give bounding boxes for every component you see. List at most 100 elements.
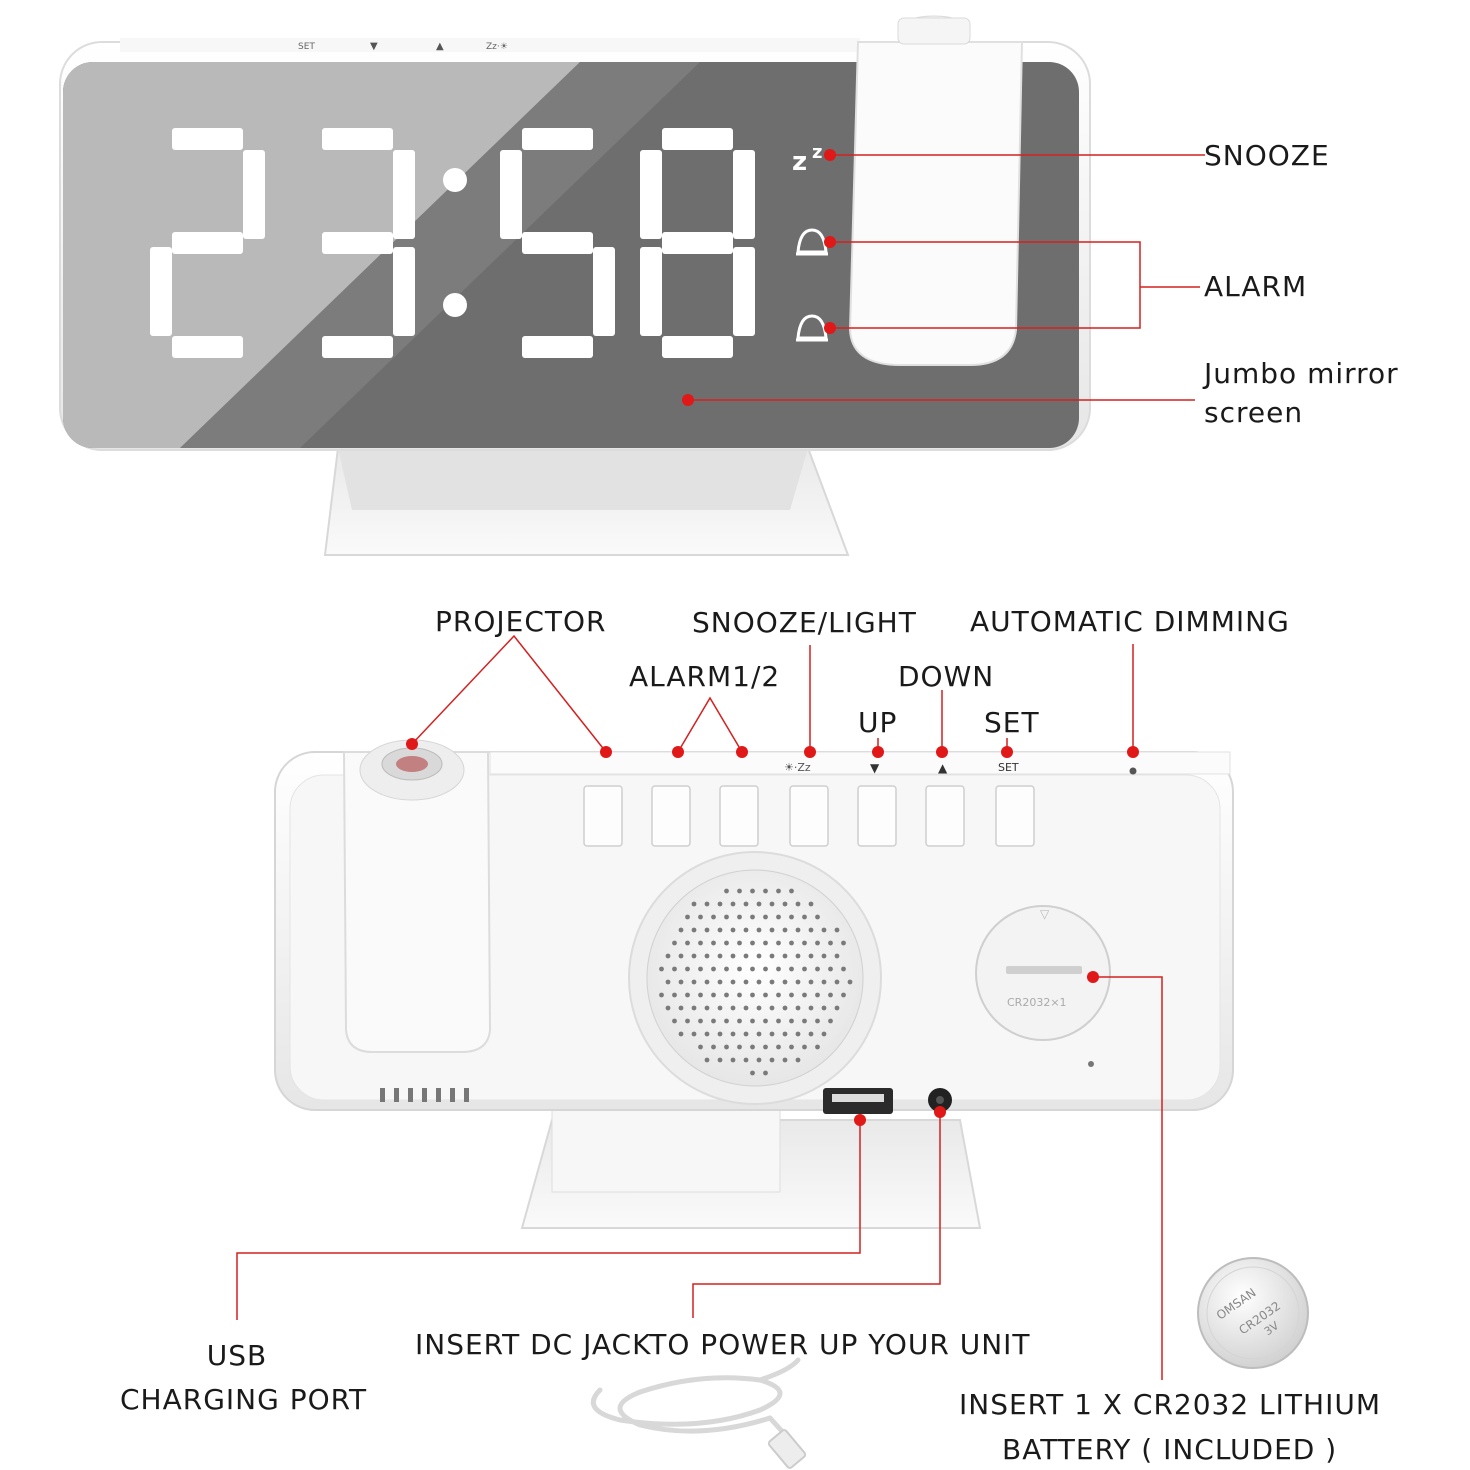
speaker-hole — [808, 1005, 814, 1011]
speaker-hole — [724, 992, 729, 998]
digit-3-seg-a — [662, 128, 733, 150]
speaker-hole — [815, 992, 820, 998]
speaker-hole — [685, 1018, 690, 1024]
speaker-hole — [711, 914, 716, 920]
speaker-hole — [698, 1018, 703, 1024]
front-view-clock: SET ▼ ▲ Zz·☀ z z — [59, 15, 1091, 556]
speaker-hole — [802, 914, 807, 920]
digit-2-seg-d — [522, 336, 593, 358]
speaker-hole — [691, 1005, 697, 1011]
speaker-hole — [685, 914, 690, 920]
panel-mark-down-icon: ▲ — [938, 761, 948, 775]
speaker-hole — [743, 1005, 749, 1011]
speaker-hole — [789, 1044, 794, 1050]
speaker-hole — [711, 966, 716, 972]
up-button[interactable] — [857, 785, 897, 847]
dc-jack-pin — [936, 1096, 944, 1104]
set-button[interactable] — [995, 785, 1035, 847]
digit-2-seg-a — [522, 128, 593, 150]
speaker-hole — [704, 1005, 710, 1011]
speaker-hole — [834, 927, 840, 933]
speaker-hole — [711, 1018, 716, 1024]
back-projector-arm — [342, 751, 492, 1053]
speaker-hole — [730, 953, 736, 959]
speaker-holes — [659, 888, 853, 1076]
speaker-hole — [743, 979, 749, 985]
speaker-hole — [704, 979, 710, 985]
speaker-hole — [698, 914, 703, 920]
speaker-hole — [828, 1018, 833, 1024]
label-snooze-light: SNOOZE/LIGHT — [692, 606, 917, 639]
speaker-hole — [743, 1031, 749, 1037]
alarm1-button[interactable] — [651, 785, 691, 847]
speaker-hole — [698, 992, 703, 998]
speaker-hole — [730, 1031, 736, 1037]
speaker-hole — [769, 901, 775, 907]
speaker-hole — [698, 1044, 703, 1050]
speaker-hole — [678, 1005, 684, 1011]
speaker-hole — [802, 992, 807, 998]
speaker-hole — [750, 1044, 755, 1050]
reset-hole[interactable] — [1088, 1061, 1094, 1067]
speaker-hole — [821, 979, 827, 985]
label-projector: PROJECTOR — [435, 605, 607, 638]
speaker-hole — [815, 1044, 820, 1050]
speaker-hole — [815, 940, 820, 946]
back-callout-lines — [236, 634, 1163, 1380]
speaker-hole — [730, 979, 736, 985]
label-mirror-line1: Jumbo mirror — [1204, 357, 1399, 390]
speaker-hole — [685, 992, 690, 998]
speaker-hole — [769, 953, 775, 959]
speaker-hole — [665, 1005, 671, 1011]
digit-3-seg-b — [733, 150, 755, 239]
top-mark-snooze: Zz·☀ — [486, 42, 508, 52]
speaker-hole — [724, 914, 729, 920]
label-battery-line2: BATTERY ( INCLUDED ) — [1002, 1433, 1338, 1466]
speaker-hole — [659, 966, 664, 972]
speaker-hole — [698, 966, 703, 972]
speaker-hole — [672, 1018, 677, 1024]
speaker-hole — [795, 1031, 801, 1037]
speaker-hole — [750, 940, 755, 946]
speaker-hole — [821, 953, 827, 959]
down-button[interactable] — [925, 785, 965, 847]
speaker-hole — [769, 1057, 775, 1063]
top-mark-set: SET — [298, 42, 315, 52]
projector-head — [897, 17, 971, 45]
label-auto-dimming: AUTOMATIC DIMMING — [970, 605, 1290, 638]
speaker-hole — [834, 1005, 840, 1011]
speaker-hole — [808, 953, 814, 959]
label-usb-line2: CHARGING PORT — [120, 1383, 368, 1416]
speaker-hole — [743, 953, 749, 959]
projector-button[interactable] — [583, 785, 623, 847]
speaker-hole — [789, 940, 794, 946]
speaker-hole — [776, 992, 781, 998]
speaker-hole — [756, 1057, 762, 1063]
battery-open-arrow-icon: ▽ — [1040, 907, 1050, 921]
speaker-hole — [782, 953, 788, 959]
speaker-hole — [704, 953, 710, 959]
top-mark-down-icon: ▼ — [370, 41, 378, 52]
digit-0-seg-a — [172, 128, 243, 150]
speaker-hole — [750, 914, 755, 920]
speaker-hole — [750, 1018, 755, 1024]
speaker-hole — [730, 1057, 736, 1063]
speaker-hole — [724, 888, 729, 894]
speaker-hole — [717, 1031, 723, 1037]
label-alarm: ALARM — [1204, 270, 1308, 303]
speaker-hole — [776, 1044, 781, 1050]
snooze-light-button[interactable] — [789, 785, 829, 847]
speaker-hole — [782, 1031, 788, 1037]
speaker-hole — [782, 1005, 788, 1011]
speaker-hole — [776, 888, 781, 894]
speaker-hole — [763, 914, 768, 920]
battery-cover-label: CR2032×1 — [1007, 996, 1067, 1009]
snooze-icon-small: z — [812, 142, 822, 163]
usb-port-contacts — [832, 1094, 884, 1102]
digit-2-seg-c — [593, 247, 615, 336]
speaker-hole — [685, 966, 690, 972]
alarm2-button[interactable] — [719, 785, 759, 847]
digit-2-seg-f — [500, 150, 522, 239]
speaker-hole — [756, 979, 762, 985]
led-time-digits — [150, 128, 755, 358]
